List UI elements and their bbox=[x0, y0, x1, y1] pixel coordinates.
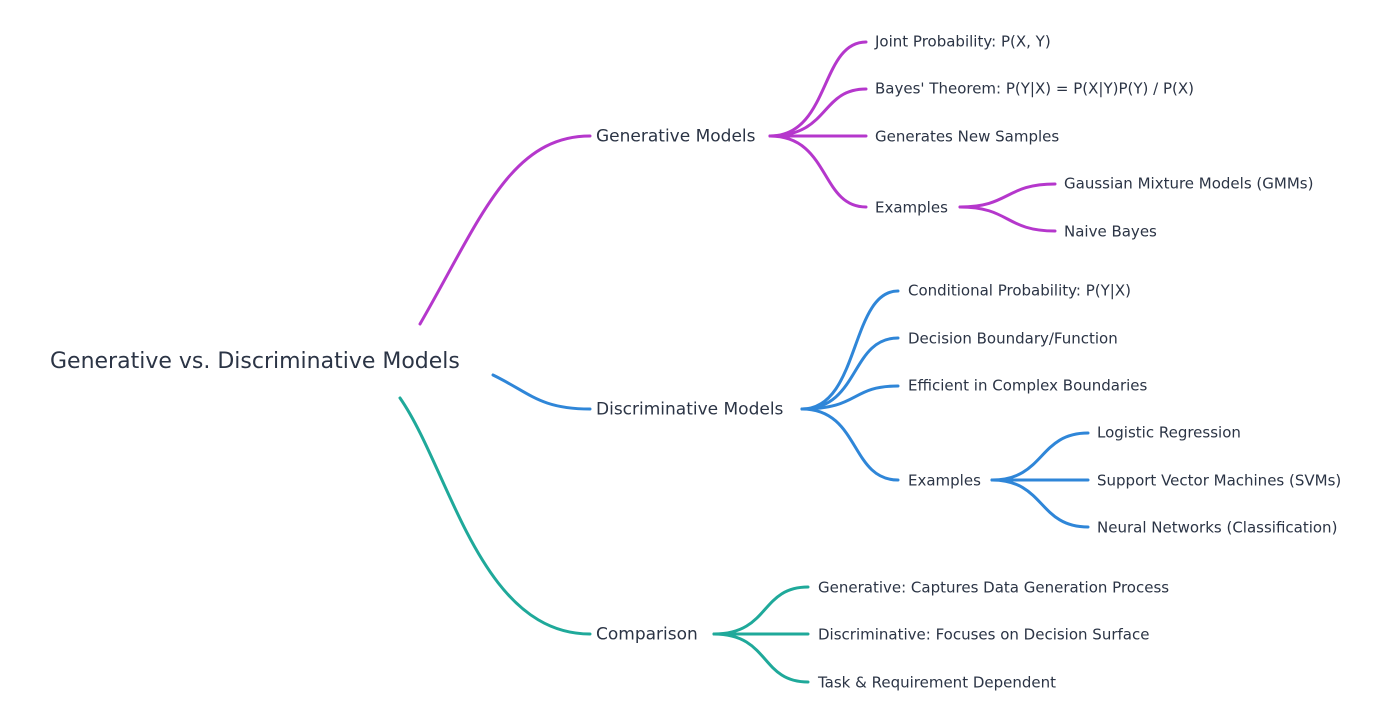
node-discriminative-examples[interactable]: Examples bbox=[908, 471, 981, 490]
node-decision-boundary[interactable]: Decision Boundary/Function bbox=[908, 329, 1118, 348]
edge-disc-examples-nn bbox=[990, 478, 1090, 529]
edge-discriminative-efficient bbox=[800, 384, 900, 411]
edge-discriminative-boundary bbox=[800, 336, 900, 411]
node-joint-probability[interactable]: Joint Probability: P(X, Y) bbox=[875, 32, 1051, 51]
edge-generative-joint bbox=[768, 40, 868, 138]
edge-gen-examples-gmm bbox=[958, 182, 1057, 209]
edge-comparison-task bbox=[712, 632, 810, 684]
node-comparison[interactable]: Comparison bbox=[596, 624, 698, 645]
edge-gen-examples-naive bbox=[958, 205, 1057, 233]
node-naive-bayes[interactable]: Naive Bayes bbox=[1064, 222, 1157, 241]
node-efficient-complex[interactable]: Efficient in Complex Boundaries bbox=[908, 376, 1148, 395]
node-gmms[interactable]: Gaussian Mixture Models (GMMs) bbox=[1064, 174, 1314, 193]
node-discriminative-models[interactable]: Discriminative Models bbox=[596, 399, 784, 420]
node-task-requirement[interactable]: Task & Requirement Dependent bbox=[818, 673, 1057, 692]
edge-generative-bayes bbox=[768, 87, 868, 138]
edge-root-comparison bbox=[398, 396, 592, 636]
node-generative-models[interactable]: Generative Models bbox=[596, 126, 756, 147]
edge-root-generative bbox=[418, 134, 592, 326]
edge-generative-examples bbox=[768, 134, 868, 209]
node-conditional-probability[interactable]: Conditional Probability: P(Y|X) bbox=[908, 281, 1131, 300]
edge-disc-examples-logistic bbox=[990, 431, 1090, 482]
node-generative-examples[interactable]: Examples bbox=[875, 198, 948, 217]
edge-discriminative-conditional bbox=[800, 289, 900, 411]
node-logistic-regression[interactable]: Logistic Regression bbox=[1097, 423, 1241, 442]
edge-comparison-generative bbox=[712, 585, 810, 636]
node-bayes-theorem[interactable]: Bayes' Theorem: P(Y|X) = P(X|Y)P(Y) / P(… bbox=[875, 79, 1194, 98]
edge-discriminative-examples bbox=[800, 407, 900, 482]
edge-root-discriminative bbox=[491, 373, 592, 411]
root-node[interactable]: Generative vs. Discriminative Models bbox=[50, 349, 460, 374]
node-discriminative-focuses[interactable]: Discriminative: Focuses on Decision Surf… bbox=[818, 625, 1150, 644]
node-generates-new-samples[interactable]: Generates New Samples bbox=[875, 127, 1060, 146]
node-neural-networks[interactable]: Neural Networks (Classification) bbox=[1097, 518, 1338, 537]
node-svms[interactable]: Support Vector Machines (SVMs) bbox=[1097, 471, 1342, 490]
node-generative-captures[interactable]: Generative: Captures Data Generation Pro… bbox=[818, 578, 1170, 597]
